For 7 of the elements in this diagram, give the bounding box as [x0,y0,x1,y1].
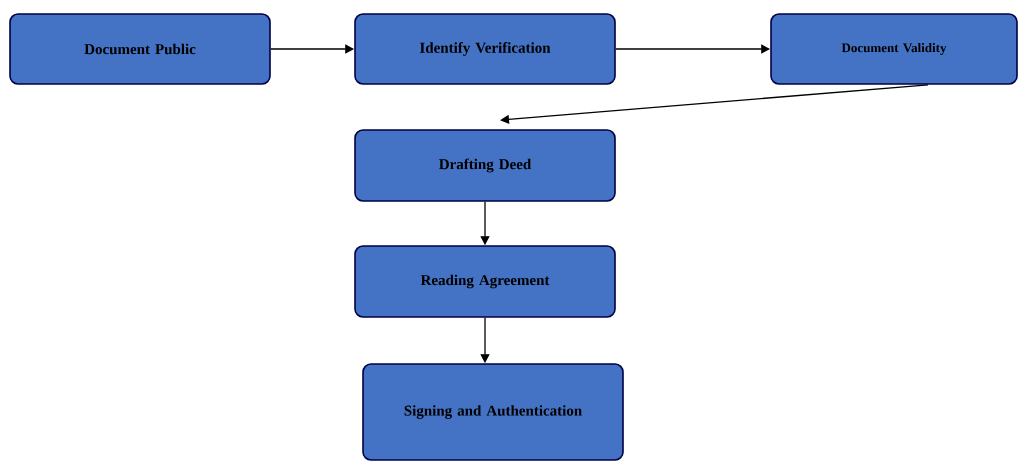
process-box: Reading Agreement [354,245,616,318]
process-box: Document Validity [770,13,1018,85]
process-box: Drafting Deed [354,129,616,202]
process-box: Signing and Authentication [362,363,624,461]
process-box: Identify Verification [354,13,616,85]
arrow [500,84,929,125]
process-box: Document Public [9,13,271,85]
